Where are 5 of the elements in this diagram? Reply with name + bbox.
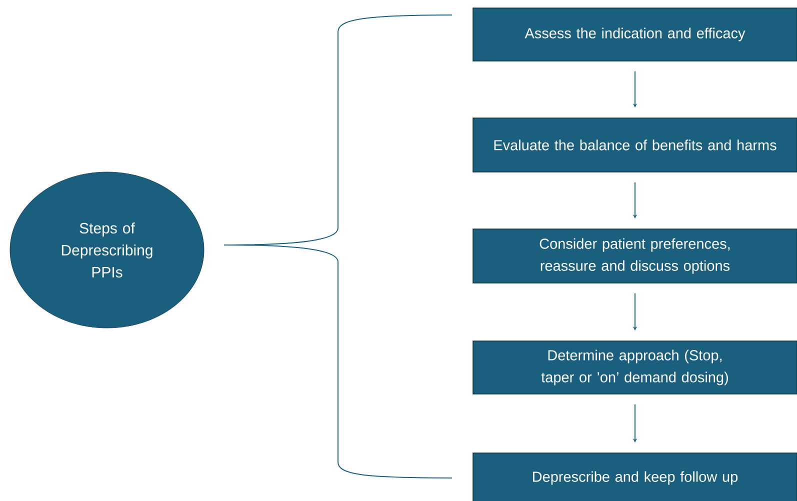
step-box: Determine approach (Stop, taper or ’on’ demand dosing) [472,340,797,394]
step-box: Evaluate the balance of benefits and harms [472,118,797,172]
step-box: Deprescribe and keep follow up [472,452,797,501]
step-box: Consider patient preferences, reassure and discuss options [472,228,797,284]
step-box: Assess the indication and efficacy [472,8,797,62]
